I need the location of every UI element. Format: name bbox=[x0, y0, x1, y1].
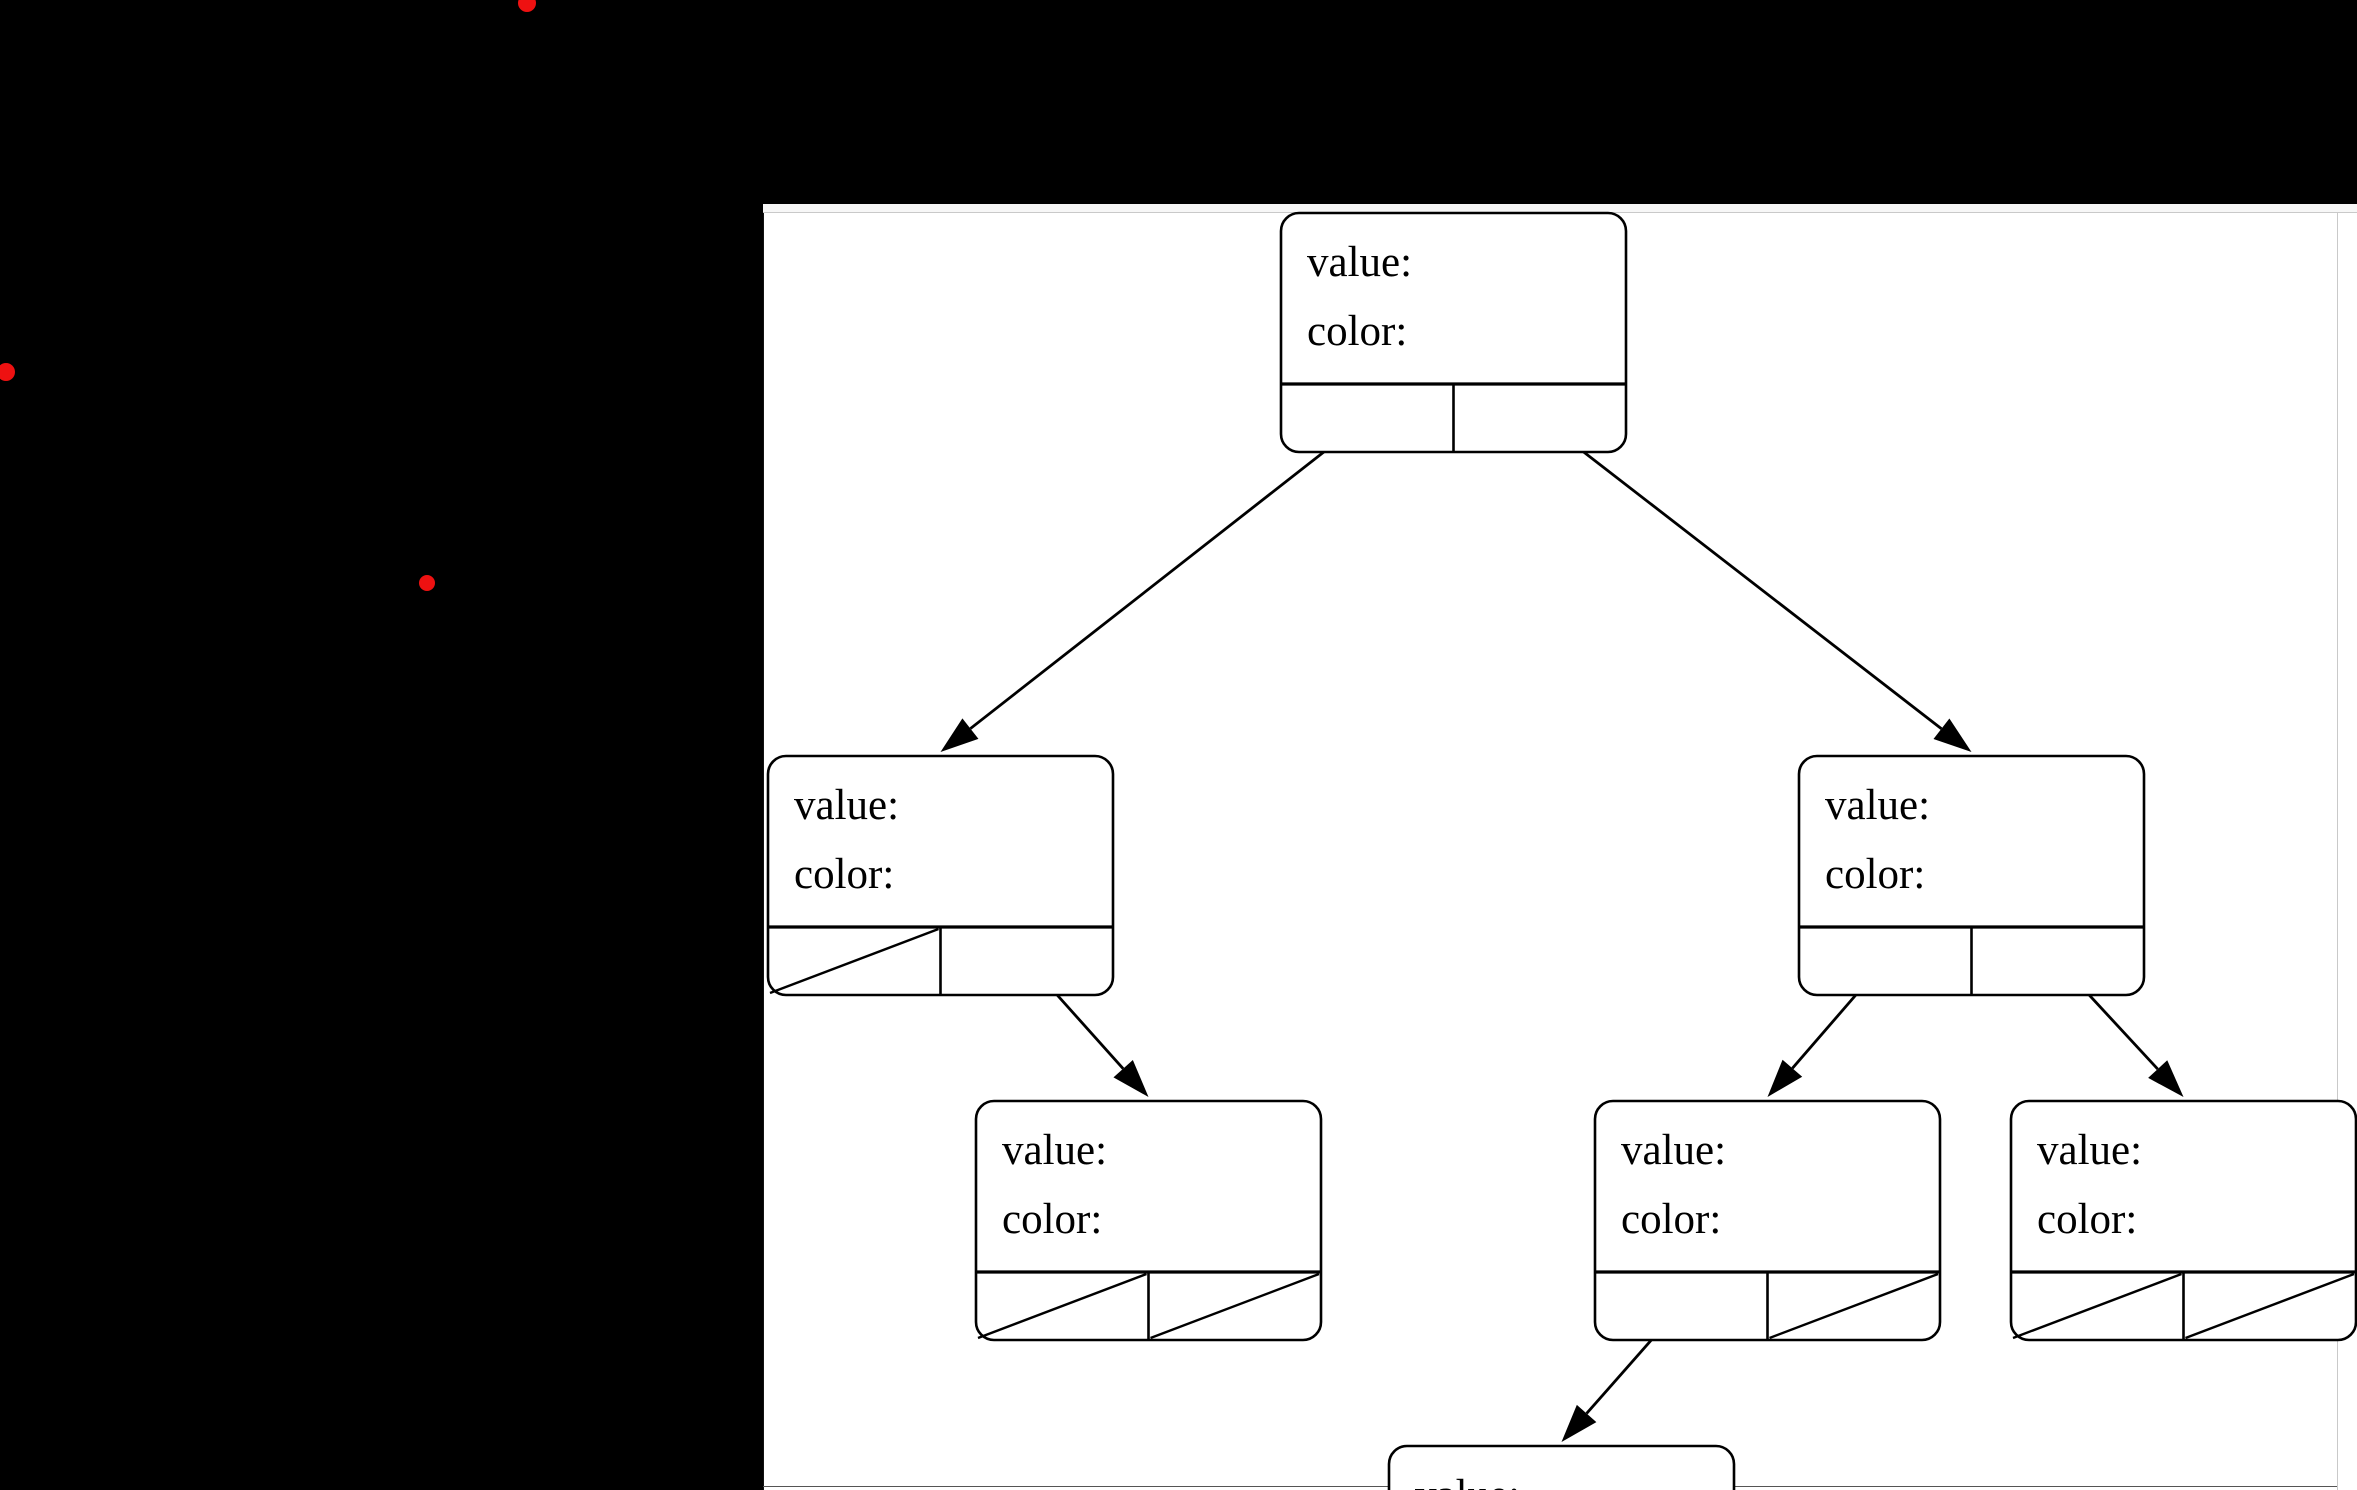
tree-node-right[interactable]: value: color: bbox=[1797, 754, 2146, 997]
tree-node-right-right[interactable]: value: color: bbox=[2009, 1099, 2357, 1342]
tree-node-left-right-value-label: value: bbox=[1002, 1127, 1107, 1174]
edge-right-to-right-left-arrowhead bbox=[1767, 1059, 1803, 1097]
tree-node-right-right-color-label: color: bbox=[2037, 1196, 2137, 1243]
tree-node-left-right-color-label: color: bbox=[1002, 1196, 1102, 1243]
marker-dot-top bbox=[518, 0, 536, 12]
tree-node-left[interactable]: value: color: bbox=[766, 754, 1115, 997]
tree-node-left-right[interactable]: value: color: bbox=[974, 1099, 1323, 1342]
tree-node-left-right-right-null-slash bbox=[1150, 1272, 1320, 1340]
edge-root-to-right bbox=[1538, 416, 1972, 752]
tree-node-left-left-null-slash bbox=[769, 927, 939, 995]
panel-left-border bbox=[763, 204, 764, 1490]
tree-node-left-right-left-null-slash bbox=[977, 1272, 1147, 1340]
tree-node-right-left-right-null-slash bbox=[1769, 1272, 1939, 1340]
tree-node-left-color-label: color: bbox=[794, 851, 894, 898]
tree-node-right-value-label: value: bbox=[1825, 782, 1930, 829]
tree-node-deep[interactable]: value:color: bbox=[1387, 1444, 1736, 1490]
tree-node-root[interactable]: value: color: bbox=[1279, 211, 1628, 454]
marker-dot-middle bbox=[419, 575, 435, 591]
tree-node-right-left[interactable]: value: color: bbox=[1593, 1099, 1942, 1342]
tree-node-right-right-right-null-slash bbox=[2185, 1272, 2355, 1340]
edge-root-to-left bbox=[940, 416, 1369, 752]
tree-node-right-left-value-label: value: bbox=[1621, 1127, 1726, 1174]
tree-node-deep-value-label: value: bbox=[1415, 1472, 1520, 1490]
edge-right-left-to-deep-arrowhead bbox=[1561, 1404, 1597, 1442]
panel-right-border bbox=[2337, 213, 2338, 1490]
tree-node-right-right-value-label: value: bbox=[2037, 1127, 2142, 1174]
edge-right-to-right-right-arrowhead bbox=[2148, 1060, 2184, 1097]
marker-dot-left bbox=[0, 363, 15, 381]
tree-node-root-color-label: color: bbox=[1307, 308, 1407, 355]
edge-root-to-right-arrowhead bbox=[1933, 718, 1972, 752]
edge-root-to-right-line bbox=[1538, 416, 1943, 730]
edge-left-to-left-right-arrowhead bbox=[1113, 1060, 1149, 1097]
red-black-tree-diagram: value: color: value: color: value: color: valu… bbox=[766, 211, 2357, 1490]
diagram-viewer-panel[interactable]: value: color: value: color: value: color: valu… bbox=[763, 204, 2357, 1490]
tree-node-left-value-label: value: bbox=[794, 782, 899, 829]
edge-root-to-left-line bbox=[969, 416, 1369, 730]
tree-node-deep-box[interactable] bbox=[1387, 1444, 1736, 1490]
tree-node-root-value-label: value: bbox=[1307, 239, 1412, 286]
tree-node-right-left-color-label: color: bbox=[1621, 1196, 1721, 1243]
edge-root-to-left-arrowhead bbox=[940, 718, 979, 752]
tree-node-right-right-left-null-slash bbox=[2012, 1272, 2182, 1340]
tree-node-right-color-label: color: bbox=[1825, 851, 1925, 898]
